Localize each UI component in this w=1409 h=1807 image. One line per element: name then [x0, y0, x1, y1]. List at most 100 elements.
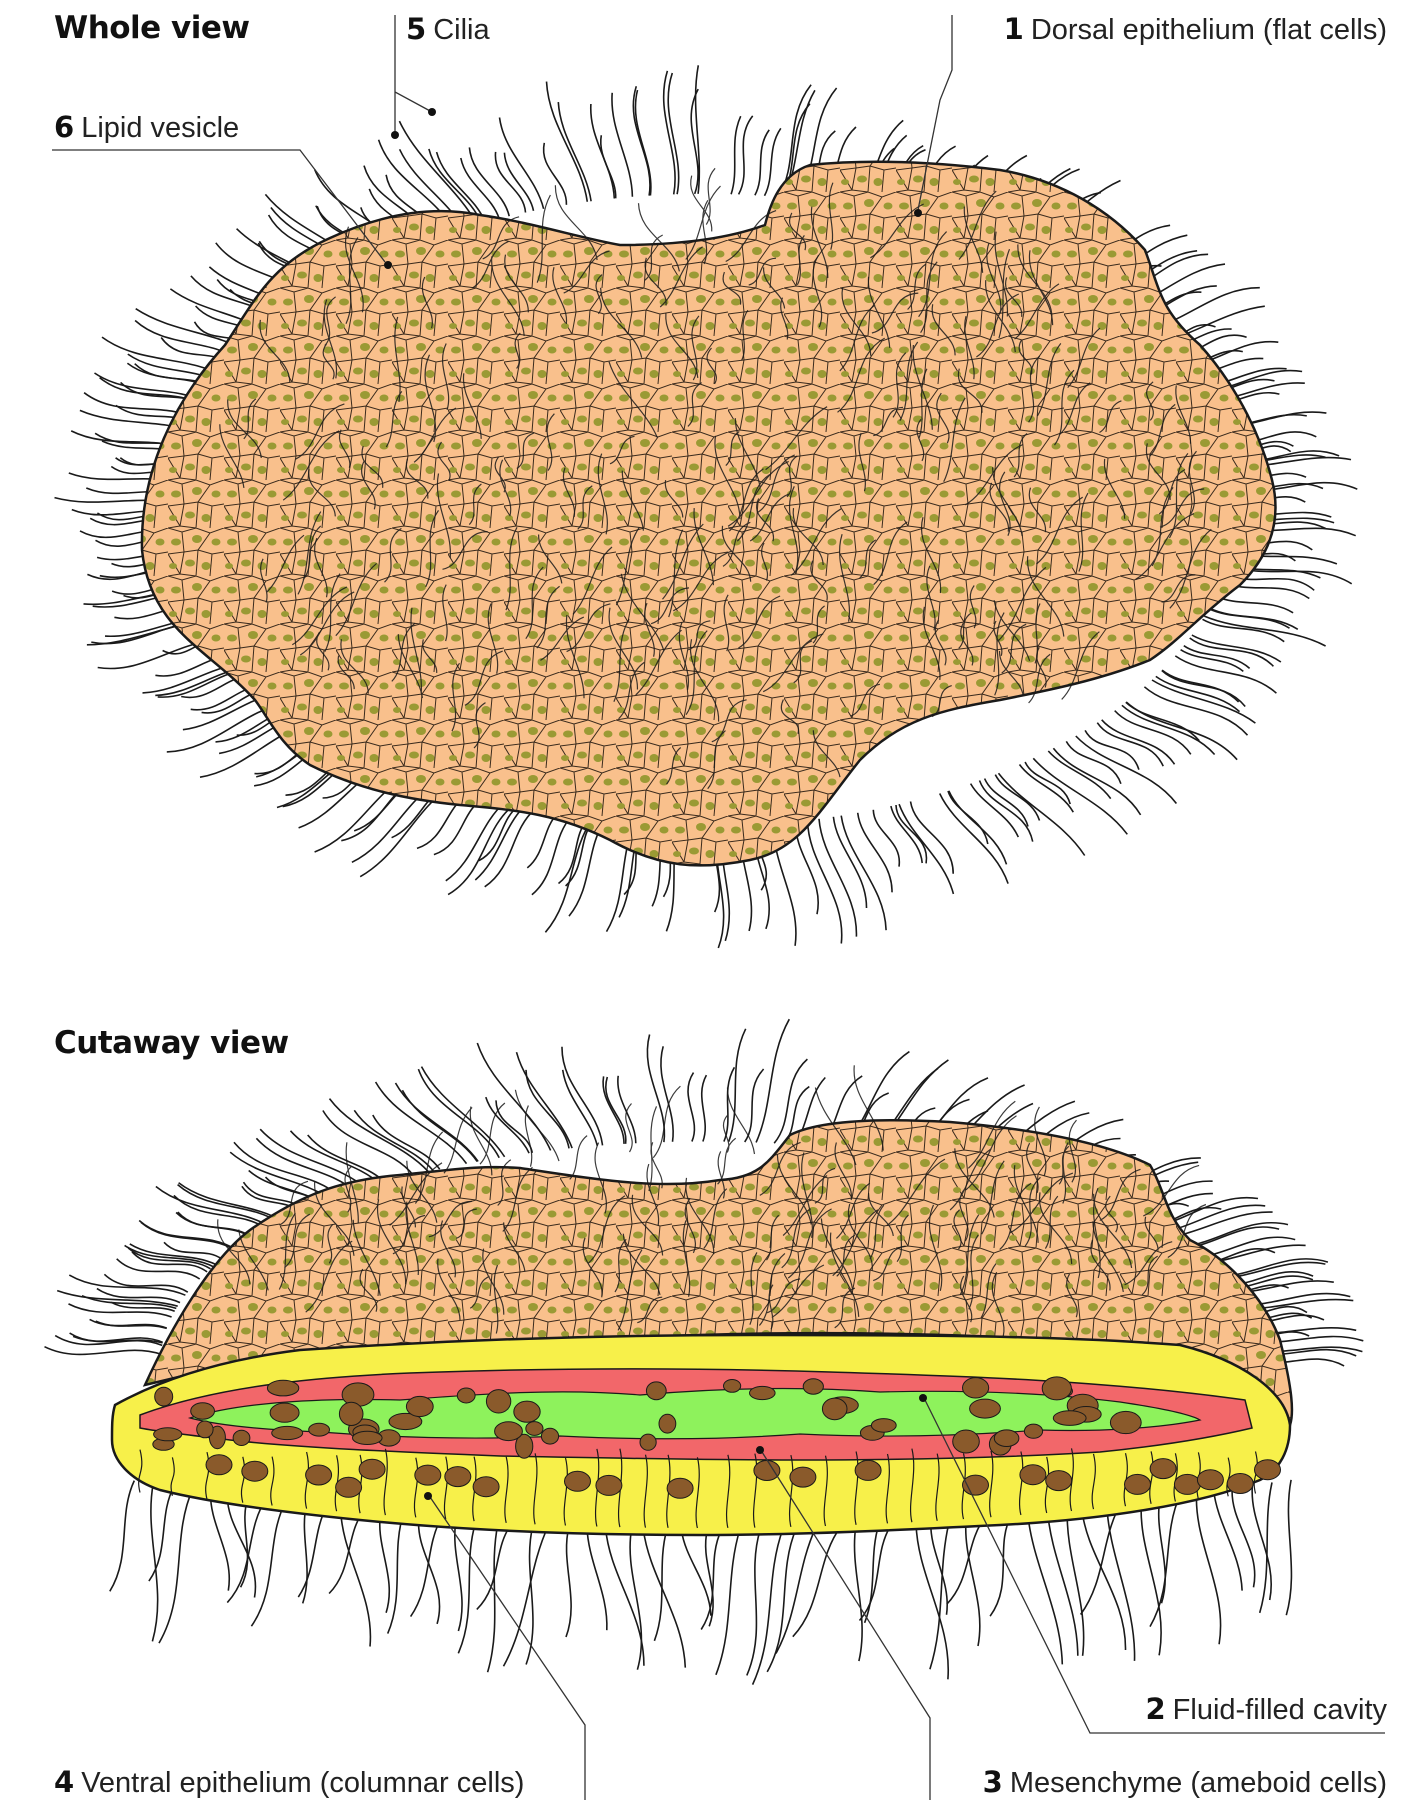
cilium — [570, 1136, 587, 1180]
cilium — [643, 1529, 685, 1667]
cilium — [504, 1525, 549, 1666]
cilium — [448, 805, 514, 895]
cilium — [1048, 1511, 1078, 1656]
leader-dot-cilia-1 — [428, 108, 436, 116]
columnar-nucleus — [855, 1460, 881, 1480]
cutaway-view-heading: Cutaway view — [54, 1025, 289, 1061]
cilium — [151, 1483, 158, 1641]
cilium — [1048, 751, 1110, 799]
columnar-nucleus — [242, 1461, 268, 1481]
cilium — [612, 93, 632, 197]
ameboid-nucleus — [270, 1403, 299, 1422]
columnar-nucleus — [1255, 1460, 1281, 1480]
cilium — [104, 1274, 187, 1292]
cilium — [563, 1070, 598, 1146]
columnar-nucleus — [1174, 1474, 1200, 1494]
leader-dot-lipid-vesicle — [384, 261, 392, 269]
cilium — [57, 1291, 178, 1307]
columnar-nucleus — [565, 1471, 591, 1491]
ameboid-nucleus — [963, 1378, 989, 1398]
cilium — [808, 820, 842, 943]
cilium — [1181, 650, 1244, 672]
ameboid-nucleus — [353, 1431, 383, 1444]
cilium — [858, 813, 892, 893]
cilium — [587, 1527, 607, 1630]
label-text: Mesenchyme (ameboid cells) — [1010, 1767, 1387, 1799]
cilium — [488, 1522, 499, 1672]
leader-dot-cilia-2 — [391, 131, 399, 139]
ameboid-nucleus — [267, 1380, 298, 1396]
cilium — [544, 143, 567, 205]
cilium — [526, 1070, 569, 1149]
cilium — [753, 1529, 783, 1685]
label-text: Cilia — [433, 14, 489, 46]
cilium — [716, 1530, 740, 1675]
ameboid-nucleus — [1042, 1377, 1071, 1400]
columnar-nucleus — [754, 1461, 780, 1481]
cilium — [376, 1082, 467, 1164]
cilium — [1215, 596, 1293, 613]
cilium — [1156, 676, 1240, 711]
cilium — [1232, 1488, 1255, 1588]
columnar-nucleus — [790, 1467, 816, 1487]
cilium — [718, 1138, 736, 1184]
ameboid-nucleus — [514, 1401, 540, 1422]
label-number: 5 — [406, 12, 426, 46]
cilium — [990, 1514, 1012, 1616]
cilium — [566, 1526, 571, 1637]
cilium — [940, 794, 1008, 884]
ameboid-nucleus — [486, 1390, 510, 1413]
cilium — [681, 1530, 711, 1616]
cilium — [380, 1511, 390, 1612]
cilium — [1204, 616, 1325, 646]
ameboid-nucleus — [994, 1430, 1019, 1447]
columnar-nucleus — [1046, 1471, 1072, 1491]
ameboid-nucleus — [970, 1399, 1001, 1418]
label-number: 3 — [983, 1765, 1003, 1799]
cilium — [896, 805, 926, 863]
ameboid-nucleus — [309, 1423, 330, 1436]
ameboid-nucleus — [495, 1422, 523, 1441]
columnar-nucleus — [1197, 1470, 1223, 1490]
columnar-nucleus — [445, 1467, 471, 1487]
ameboid-nucleus — [1024, 1424, 1042, 1438]
ameboid-nucleus — [457, 1388, 475, 1403]
label-number: 1 — [1004, 12, 1024, 46]
columnar-nucleus — [359, 1459, 385, 1479]
cilium — [606, 1528, 644, 1666]
ameboid-nucleus — [750, 1386, 776, 1399]
cilium — [980, 781, 1033, 842]
columnar-nucleus — [596, 1475, 622, 1495]
cilium — [635, 90, 650, 195]
ameboid-nucleus — [339, 1402, 363, 1425]
ameboid-nucleus — [822, 1398, 847, 1420]
cilium — [419, 1515, 440, 1624]
leader-dot-fluid-cavity — [919, 1394, 927, 1402]
label-text: Lipid vesicle — [81, 112, 239, 144]
cilium — [727, 1088, 754, 1155]
cilium — [1076, 736, 1177, 804]
ameboid-nucleus — [272, 1426, 303, 1439]
ameboid-nucleus — [191, 1403, 215, 1419]
cilium — [688, 1073, 694, 1142]
ameboid-nucleus — [526, 1422, 543, 1436]
cilium — [931, 1521, 947, 1614]
cilium — [475, 807, 523, 880]
cilium — [1196, 1493, 1220, 1645]
ameboid-nucleus — [197, 1421, 213, 1438]
cilium — [470, 1107, 492, 1176]
label-mesenchyme: 3Mesenchyme (ameboid cells) — [983, 1765, 1387, 1800]
ameboid-nucleus — [406, 1396, 433, 1416]
ameboid-nucleus — [640, 1434, 656, 1450]
cilium — [495, 152, 525, 213]
cilium — [755, 130, 769, 195]
cilium — [1122, 705, 1215, 754]
leader-line-ventral-epithelium — [430, 1497, 585, 1800]
cilium — [793, 1527, 841, 1637]
cilium — [418, 1069, 499, 1158]
cilium — [1214, 1490, 1243, 1590]
cilium — [298, 1505, 327, 1597]
cilium — [731, 116, 741, 194]
